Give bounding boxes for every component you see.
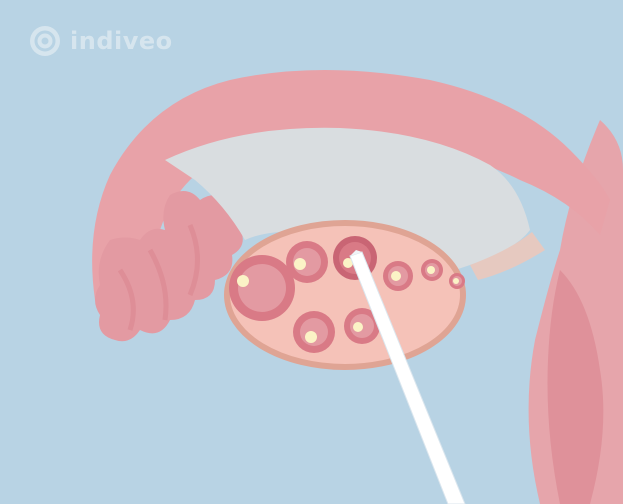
brand-name: indiveo <box>70 27 173 55</box>
brand-logo: indiveo <box>28 24 173 58</box>
follicle-right-3 <box>449 273 465 289</box>
indiveo-logo-icon <box>28 24 62 58</box>
follicle-right-2 <box>421 259 443 281</box>
follicle-bottom-left <box>293 311 335 353</box>
follicle-large <box>229 255 295 321</box>
follicle-right-1 <box>383 261 413 291</box>
follicle-top-left <box>286 241 328 283</box>
